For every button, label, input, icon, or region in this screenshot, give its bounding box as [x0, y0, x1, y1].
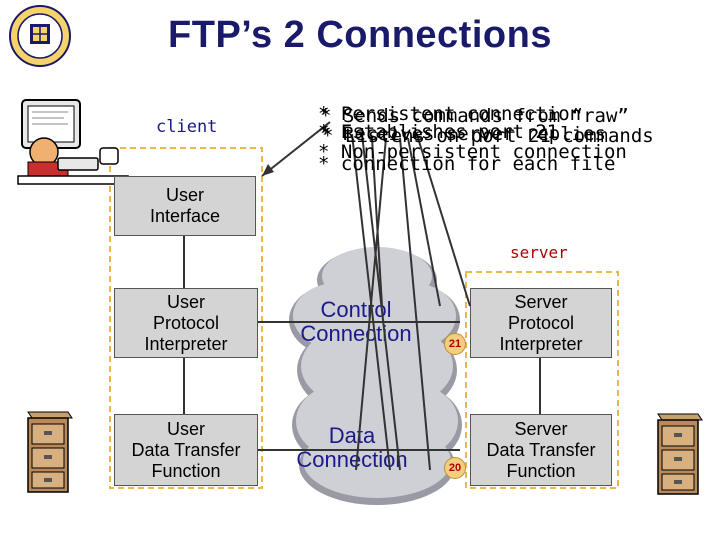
server-pi-line-1: Server [514, 291, 568, 312]
server-file-cabinet-icon [657, 413, 703, 495]
server-label: server [510, 243, 568, 262]
note-5: * Listens on port 21 commands [322, 125, 654, 147]
user-interface-line-1: User [165, 185, 204, 205]
note-3: * Establishes port 21 [318, 121, 559, 143]
user-interface-box: User Interface [114, 176, 256, 236]
user-pi-line-1: User [166, 291, 205, 312]
server-dtf-line-1: Server [514, 418, 568, 439]
server-dtf-line-2: Data Transfer [486, 439, 596, 460]
user-data-transfer-box: User Data Transfer Function [114, 414, 258, 486]
user-dtf-line-3: Function [151, 460, 221, 481]
callout-notes: * Persistent connection * Sends commands… [318, 104, 718, 184]
university-seal-logo [9, 5, 71, 67]
note-7: * connection for each file [318, 153, 616, 175]
control-connection-line-2: Connection [300, 321, 412, 346]
network-cloud [289, 247, 462, 505]
data-connection-line-1: Data [328, 423, 376, 448]
slide-title: FTP’s 2 Connections [168, 14, 552, 56]
user-interface-line-2: Interface [149, 206, 221, 226]
user-protocol-interpreter-box: User Protocol Interpreter [114, 288, 258, 358]
note-6: * Non-persistent connection [318, 141, 627, 163]
control-connection-line-1: Control [320, 297, 392, 322]
client-file-cabinet-icon [27, 411, 73, 493]
control-connection-label: Control Connection [286, 298, 426, 346]
client-label: client [156, 117, 218, 137]
server-pi-line-3: Interpreter [499, 333, 583, 354]
note-2: * Sends commands from “raw” [320, 105, 629, 127]
data-port-badge: 20 [444, 457, 466, 479]
control-port-badge: 21 [444, 333, 466, 355]
note-4: * Receives server replies [320, 123, 606, 145]
server-dtf-line-3: Function [506, 460, 576, 481]
server-protocol-interpreter-box: Server Protocol Interpreter [470, 288, 612, 358]
user-pi-line-2: Protocol [152, 312, 220, 333]
user-pi-line-3: Interpreter [144, 333, 228, 354]
user-dtf-line-2: Data Transfer [131, 439, 241, 460]
note-1: * Persistent connection [318, 103, 582, 125]
client-computer-icon [17, 99, 129, 185]
user-dtf-line-1: User [166, 418, 205, 439]
server-data-transfer-box: Server Data Transfer Function [470, 414, 612, 486]
server-pi-line-2: Protocol [507, 312, 575, 333]
